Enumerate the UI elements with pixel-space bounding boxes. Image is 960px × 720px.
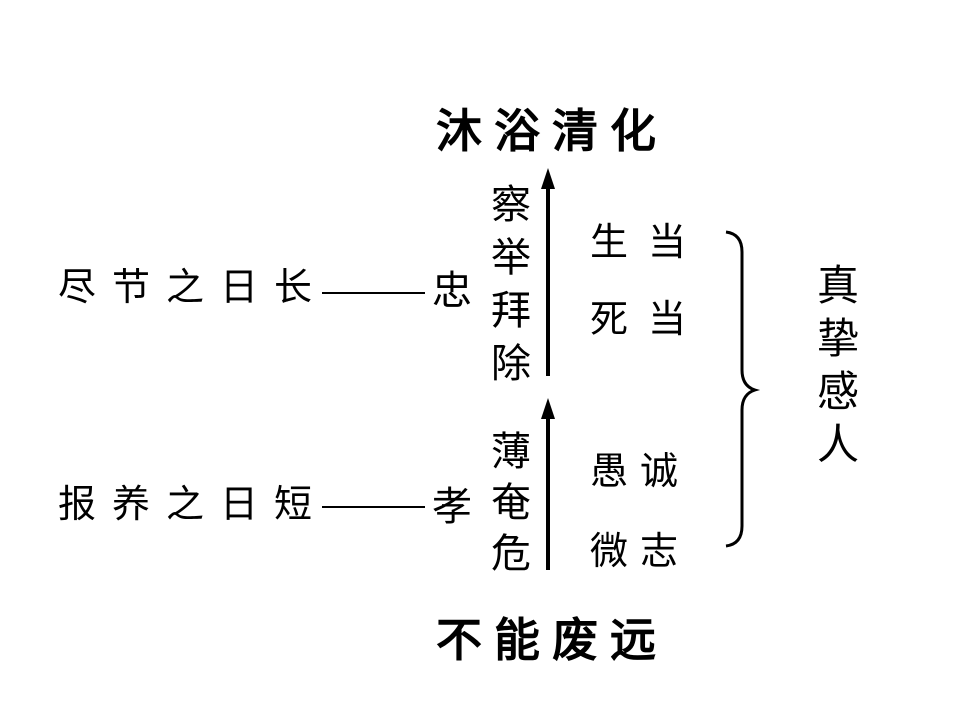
right-item-1: 生当 <box>590 220 707 264</box>
lower-arrowhead-icon <box>541 398 555 419</box>
conclusion-vertical: 真挚感人 <box>816 261 859 469</box>
row-virtue-loyalty: 忠 <box>432 268 472 314</box>
row-phrase-filial: 报养之日短 <box>58 482 329 526</box>
right-item-4: 微志 <box>590 529 691 573</box>
right-item-3: 愚诚 <box>590 449 691 493</box>
row-virtue-filial: 孝 <box>432 484 472 530</box>
top-label: 沐浴清化 <box>436 104 668 158</box>
right-brace <box>725 230 761 548</box>
vertical-column-upper: 察举拜除 <box>491 182 531 387</box>
right-item-2: 死当 <box>590 297 707 341</box>
bottom-label: 不能废远 <box>436 613 668 667</box>
row-phrase-loyalty: 尽节之日长 <box>58 265 329 309</box>
vertical-column-lower: 薄奄危 <box>491 429 531 577</box>
upper-arrowhead-icon <box>541 168 555 189</box>
